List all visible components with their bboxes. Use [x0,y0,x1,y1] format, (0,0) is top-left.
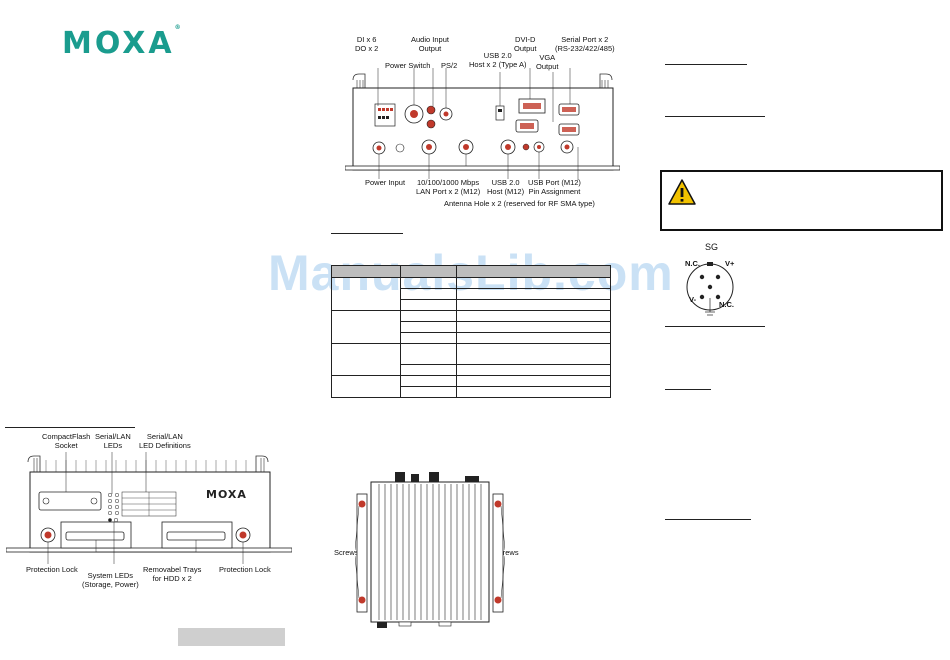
right-rule-5 [665,519,751,520]
label-system-leds: System LEDs (Storage, Power) [82,571,139,589]
label-usb-pin: USB Port (M12) Pin Assignment [528,178,581,196]
label-dvi-d: DVI-D Output [514,35,537,53]
label-trays: Removabel Trays for HDD x 2 [143,565,202,583]
pin-label-nc-bottom: N.C. [719,300,734,309]
footer-bar [178,628,285,646]
right-rule-2 [665,116,765,117]
pin-label-vminus: V- [689,295,697,304]
right-rule-4 [665,389,711,390]
svg-text:MOXA: MOXA [206,488,247,501]
pin-label-nc-top: N.C. [685,259,700,268]
pin-label-vplus: V+ [725,259,735,268]
label-antenna: Antenna Hole x 2 (reserved for RF SMA ty… [444,199,595,208]
rear-panel-diagram [345,68,620,180]
label-ps2: PS/2 [441,61,458,70]
label-power-input: Power Input [365,178,406,187]
front-section-rule [5,427,135,428]
section-rule [331,233,403,234]
bottom-view-diagram [355,472,505,628]
warning-box [660,170,943,231]
pin-label-sg: SG [705,242,719,252]
label-lan: 10/100/1000 Mbps LAN Port x 2 (M12) [416,178,481,196]
front-panel-diagram: MOXA [6,452,292,564]
label-cf: CompactFlash Socket [42,432,91,450]
right-rule-3 [665,326,765,327]
label-usb-host-a: USB 2.0 Host x 2 (Type A) [469,51,527,69]
warning-icon [668,179,696,205]
label-screws-left: Screws [334,548,359,557]
spec-table [331,265,611,398]
label-serial-leds: Serial/LAN LEDs [95,432,131,450]
label-vga: VGA Output [536,53,559,71]
label-led-defs: Serial/LAN LED Definitions [139,432,191,450]
label-serial: Serial Port x 2 (RS-232/422/485) [555,35,615,53]
label-audio: Audio Input Output [411,35,449,53]
label-usb-m12: USB 2.0 Host (M12) [487,178,525,196]
label-protection-lock-left: Protection Lock [26,565,78,574]
label-di-do: DI x 6 DO x 2 [355,35,379,53]
right-rule-1 [665,64,747,65]
pin-assignment-diagram [686,262,734,316]
label-power-switch: Power Switch [385,61,431,70]
label-protection-lock-right: Protection Lock [219,565,271,574]
label-screws-right: Screws [494,548,519,557]
moxa-logo: MOXA® [62,24,181,61]
